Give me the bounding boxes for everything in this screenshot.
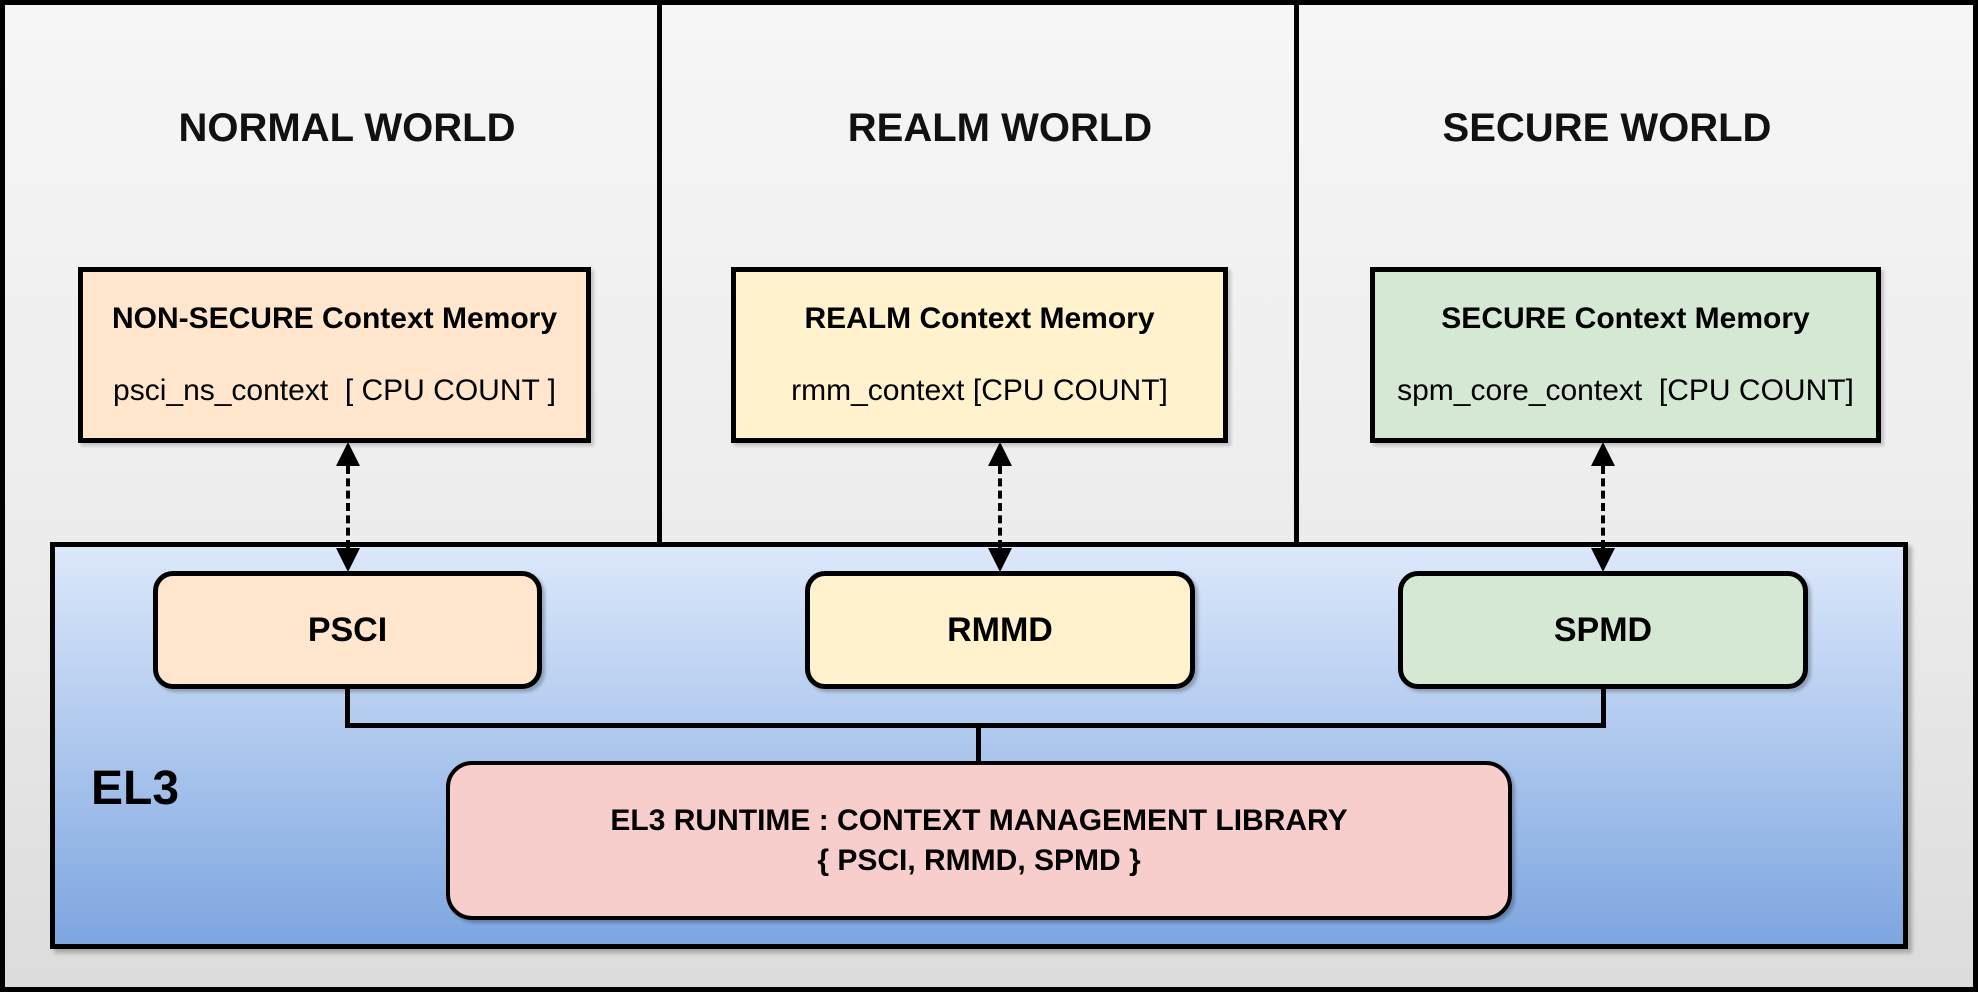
normal-world-title: NORMAL WORLD xyxy=(178,106,516,150)
world-divider-normal-realm xyxy=(657,5,662,544)
non-secure-context-memory-box: NON-SECURE Context Memory psci_ns_contex… xyxy=(78,267,591,443)
realm-context-memory-title: REALM Context Memory xyxy=(804,302,1155,335)
arrow-up-icon xyxy=(336,442,360,466)
spmd-memory-arrow xyxy=(1591,442,1615,572)
spmd-connector-stub xyxy=(1601,686,1606,728)
el3-runtime-title: EL3 RUNTIME : CONTEXT MANAGEMENT LIBRARY xyxy=(610,803,1348,837)
realm-world-title: REALM WORLD xyxy=(847,106,1153,150)
rmmd-node: RMMD xyxy=(805,571,1195,689)
realm-context-memory-code: rmm_context [CPU COUNT] xyxy=(791,374,1168,407)
psci-memory-arrow xyxy=(336,442,360,572)
secure-context-memory-code: spm_core_context [CPU COUNT] xyxy=(1397,374,1854,407)
world-divider-realm-secure xyxy=(1294,5,1299,544)
connector-horizontal-line xyxy=(345,723,1606,728)
psci-connector-stub xyxy=(345,686,350,728)
dashed-line xyxy=(998,466,1002,548)
dashed-line xyxy=(1601,466,1605,548)
runtime-connector-stub xyxy=(976,723,981,765)
el3-runtime-subtitle: { PSCI, RMMD, SPMD } xyxy=(817,843,1141,877)
rmmd-memory-arrow xyxy=(988,442,1012,572)
non-secure-context-memory-code: psci_ns_context [ CPU COUNT ] xyxy=(113,374,556,407)
el3-runtime-box: EL3 RUNTIME : CONTEXT MANAGEMENT LIBRARY… xyxy=(446,761,1512,920)
secure-world-title: SECURE WORLD xyxy=(1442,106,1772,150)
el3-label: EL3 xyxy=(91,762,180,815)
arrow-down-icon xyxy=(336,548,360,572)
arrow-down-icon xyxy=(1591,548,1615,572)
non-secure-context-memory-title: NON-SECURE Context Memory xyxy=(111,302,558,335)
arrow-up-icon xyxy=(1591,442,1615,466)
secure-context-memory-title: SECURE Context Memory xyxy=(1441,302,1810,335)
dashed-line xyxy=(346,466,350,548)
spmd-node: SPMD xyxy=(1398,571,1808,689)
arrow-up-icon xyxy=(988,442,1012,466)
psci-node: PSCI xyxy=(153,571,542,689)
realm-context-memory-box: REALM Context Memory rmm_context [CPU CO… xyxy=(731,267,1228,443)
secure-context-memory-box: SECURE Context Memory spm_core_context [… xyxy=(1370,267,1881,443)
arrow-down-icon xyxy=(988,548,1012,572)
